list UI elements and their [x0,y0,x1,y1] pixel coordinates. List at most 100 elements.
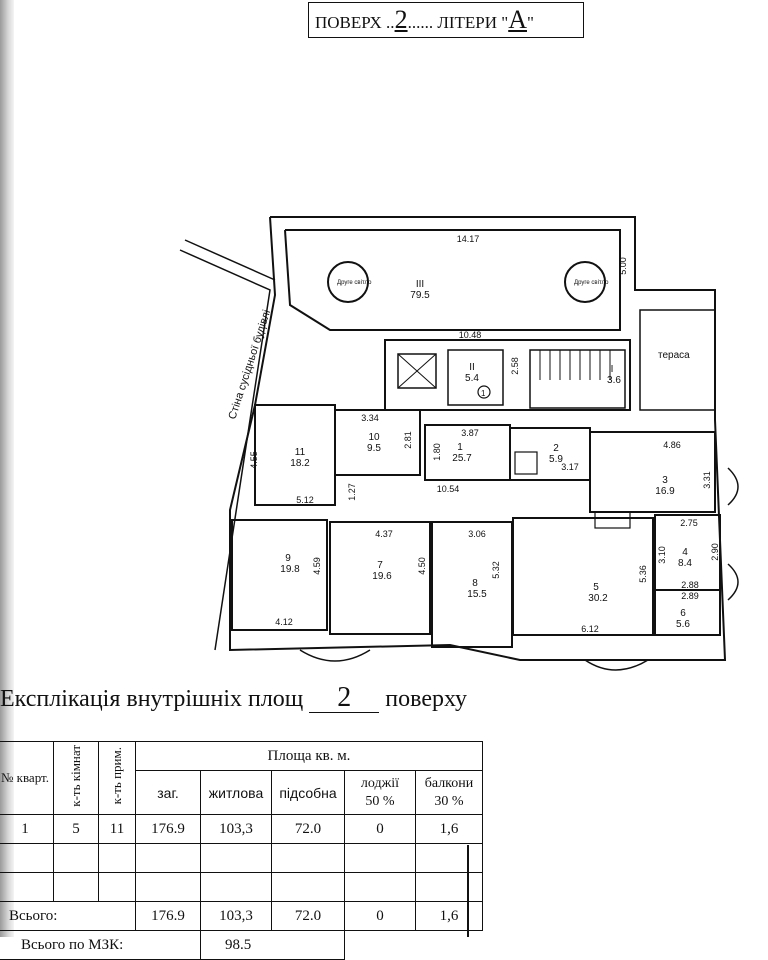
room-no: I [611,364,614,375]
balcony-label: балкони [424,775,474,791]
room-no: 4 [682,547,688,558]
mzk-label: Всього по МЗК: [0,930,201,960]
dim-label: 1.27 [347,483,357,501]
dim-label: 4.50 [417,557,427,575]
room-no: 3 [662,475,668,486]
dim-label: 4.86 [663,440,681,450]
dim-label: 2.90 [710,543,720,561]
caption-text: Експлікація внутрішніх площ [0,686,304,712]
caption-text-end: поверху [385,686,468,712]
loggia-pct: 50 % [365,793,395,809]
room-area: 15.5 [467,589,487,600]
room-no: 1 [457,442,463,453]
col-loggia-header: лоджії 50 % [344,770,416,815]
sum-total: 176.9 [135,901,201,931]
scan-edge [0,0,14,937]
neighbour-wall [179,249,271,651]
dim-label: 2.81 [403,431,413,449]
cell-living: 103,3 [200,814,272,844]
area-header: Площа кв. м. [135,741,483,771]
dim-label: 3.34 [361,413,379,423]
room-no: 8 [472,578,478,589]
dim-label: 5.32 [491,561,501,579]
room-no: III [416,279,424,290]
dim-label: 5.00 [618,257,628,275]
dim-label: 2.88 [681,580,699,590]
room-area: 18.2 [290,458,310,469]
room-no: 7 [377,560,383,571]
second-light-label-right: Друге світло [574,280,609,286]
sum-living: 103,3 [200,901,272,931]
dim-label: 6.12 [581,624,599,634]
loggia-label: лоджії [360,775,400,791]
prim-header-text: к-ть прим. [109,746,124,805]
sum-loggia: 0 [344,901,416,931]
cell-rooms: 5 [53,814,99,844]
table-mzk-row: Всього по МЗК: 98.5 [0,930,483,960]
room-area: 9.5 [367,443,381,454]
room-area: 19.8 [280,564,300,575]
col-balcony-header: балкони 30 % [415,770,483,815]
explication-table: № кварт. к-ть кімнат к-ть прим. Площа кв… [0,741,483,960]
sum-aux: 72.0 [271,901,345,931]
dim-label: 4.59 [312,557,322,575]
mzk-value: 98.5 [200,930,345,960]
margin-rule [467,845,469,937]
floor-header: ПОВЕРХ ..2...... ЛІТЕРИ "А" [308,2,584,38]
table-row-empty [0,843,483,873]
dim-label: 14.17 [457,234,480,244]
cell-aux: 72.0 [271,814,345,844]
dim-label: 5.36 [638,565,648,583]
room-no: 10 [368,432,380,443]
dim-label: 2.75 [680,518,698,528]
table-row-empty [0,872,483,902]
dim-label: 1.80 [432,443,442,461]
header-suffix: " [526,13,534,32]
table-sum-row: Всього: 176.9 103,3 72.0 0 1,6 [0,901,483,931]
room-no: 2 [553,443,559,454]
room-no: II [469,362,475,373]
dim-label: 4.12 [275,617,293,627]
room-no: 5 [593,582,599,593]
col-rooms-header: к-ть кімнат [53,741,99,815]
room-area: 16.9 [655,486,675,497]
cell-balcony: 1,6 [415,814,483,844]
room-no: 9 [285,553,291,564]
dim-label: 4.55 [249,451,259,469]
terrace-label: тераса [658,350,690,361]
room-area: 19.6 [372,571,392,582]
cell-apt: 1 [0,814,54,844]
col-living-header: житлова [200,770,272,815]
dim-label: 3.17 [561,462,579,472]
dim-label: 3.06 [468,529,486,539]
room-area: 5.6 [676,619,690,630]
dim-label: 2.89 [681,591,699,601]
room-area: 5.9 [549,454,563,465]
balcony-pct: 30 % [434,793,464,809]
col-apt-header: № кварт. [0,741,54,815]
room-area: 3.6 [607,375,621,386]
dim-label: 3.31 [702,471,712,489]
header-letter: А [508,5,527,34]
floor-plan: Стіна сусідньої будівлі тераса Друге сві… [179,216,739,671]
room-area: 5.4 [465,373,479,384]
cell-loggia: 0 [344,814,416,844]
room-area: 8.4 [678,558,692,569]
caption-floor: 2 [309,684,380,713]
col-prim-header: к-ть прим. [98,741,136,815]
dim-label: 5.12 [296,495,314,505]
dim-label: 3.87 [461,428,479,438]
dim-label: 10.48 [459,330,482,340]
cell-prim: 11 [98,814,136,844]
explication-caption: Експлікація внутрішніх площ 2 поверху [0,684,467,713]
second-light-label-left: Друге світло [337,280,372,286]
section-number: 1 [481,389,486,398]
cell-total: 176.9 [135,814,201,844]
header-middle: ...... ЛІТЕРИ " [407,13,509,32]
room-area: 79.5 [410,290,430,301]
dim-label: 10.54 [437,484,460,494]
room-no: 6 [680,608,686,619]
dim-label: 3.10 [657,546,667,564]
header-prefix: ПОВЕРХ .. [315,13,395,32]
sum-label: Всього: [0,901,136,931]
